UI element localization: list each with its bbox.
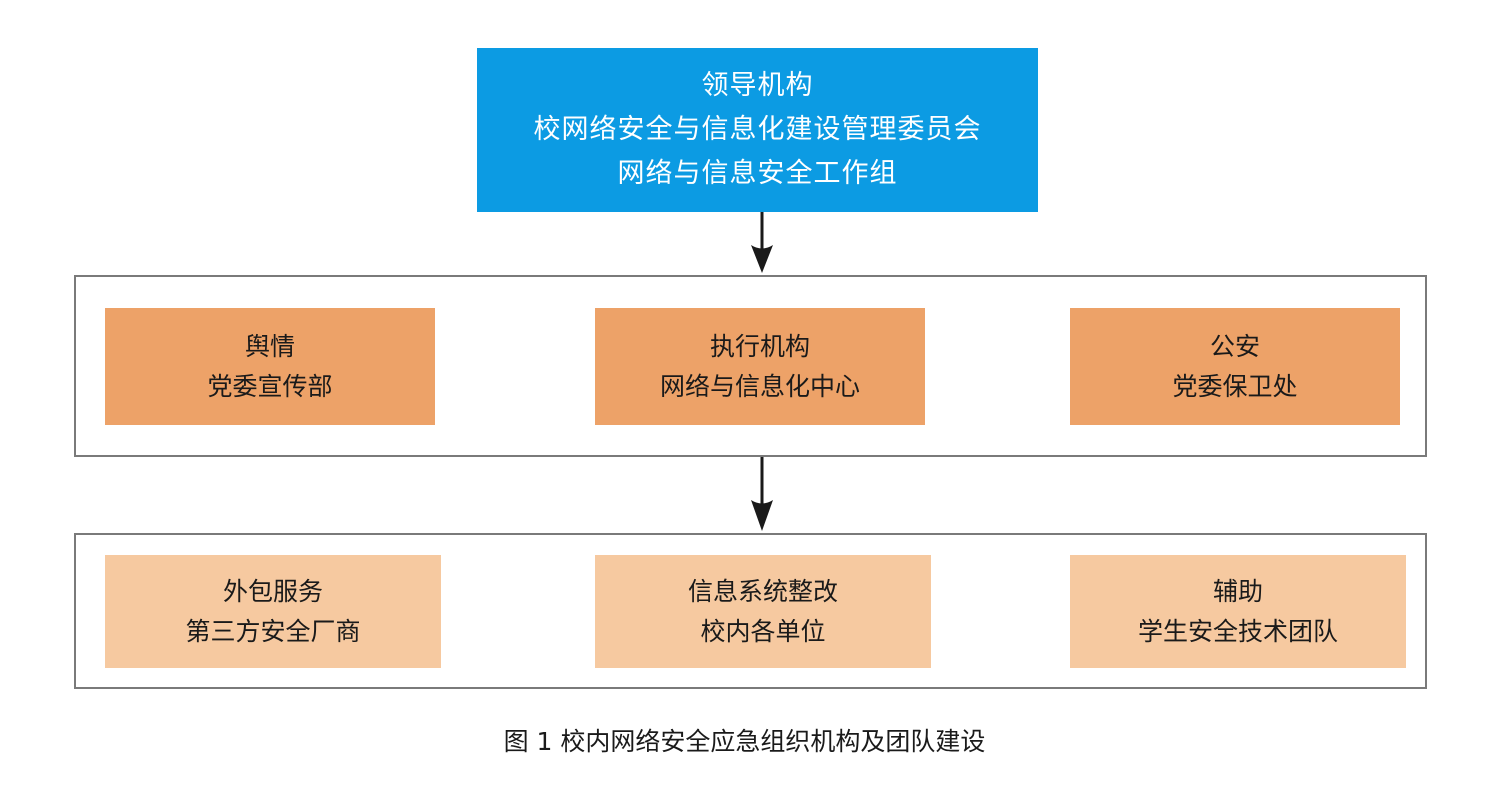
node-role-label: 信息系统整改 (687, 576, 838, 606)
leadership-title-line: 领导机构 (701, 70, 814, 101)
leadership-box: 领导机构 校网络安全与信息化建设管理委员会 网络与信息安全工作组 (477, 48, 1038, 212)
leadership-workgroup-line: 网络与信息安全工作组 (617, 158, 898, 189)
node-executive-agency: 执行机构 网络与信息化中心 (595, 308, 925, 425)
node-assistance: 辅助 学生安全技术团队 (1070, 555, 1406, 668)
node-public-opinion: 舆情 党委宣传部 (105, 308, 435, 425)
node-unit-label: 第三方安全厂商 (185, 616, 361, 646)
node-role-label: 舆情 (244, 331, 295, 361)
leadership-committee-line: 校网络安全与信息化建设管理委员会 (533, 114, 982, 145)
node-public-security: 公安 党委保卫处 (1070, 308, 1400, 425)
node-role-label: 辅助 (1212, 576, 1263, 606)
node-role-label: 公安 (1209, 331, 1260, 361)
node-unit-label: 学生安全技术团队 (1137, 616, 1338, 646)
node-unit-label: 网络与信息化中心 (659, 371, 860, 401)
node-role-label: 外包服务 (222, 576, 323, 606)
figure-caption: 图 1 校内网络安全应急组织机构及团队建设 (503, 727, 986, 756)
node-system-rectification: 信息系统整改 校内各单位 (595, 555, 931, 668)
node-unit-label: 党委宣传部 (207, 371, 333, 401)
arrow-down-icon-executive-to-support (749, 457, 775, 533)
node-role-label: 执行机构 (709, 331, 810, 361)
node-unit-label: 校内各单位 (700, 616, 826, 646)
node-outsourcing-service: 外包服务 第三方安全厂商 (105, 555, 441, 668)
node-unit-label: 党委保卫处 (1172, 371, 1298, 401)
arrow-down-icon-leadership-to-executive (749, 212, 775, 275)
